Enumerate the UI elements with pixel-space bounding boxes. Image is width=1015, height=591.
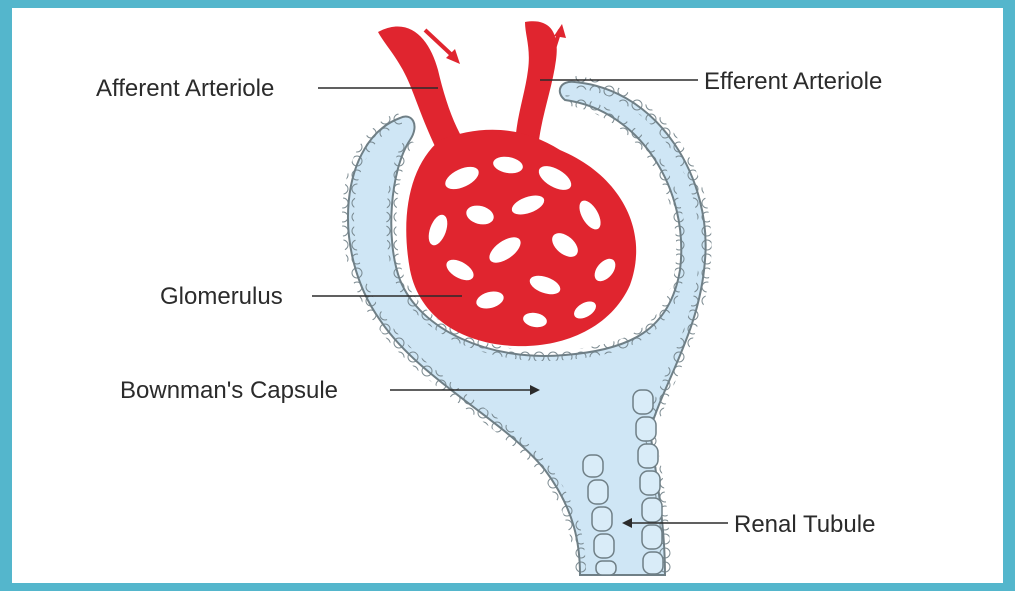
label-afferent-arteriole: Afferent Arteriole	[96, 75, 274, 102]
efferent-arteriole	[515, 21, 557, 150]
label-glomerulus: Glomerulus	[160, 283, 283, 310]
glomerulus-tuft	[406, 130, 636, 346]
label-bowmans-capsule: Bownman's Capsule	[120, 377, 338, 404]
label-renal-tubule: Renal Tubule	[734, 511, 875, 538]
label-efferent-arteriole: Efferent Arteriole	[704, 68, 882, 95]
